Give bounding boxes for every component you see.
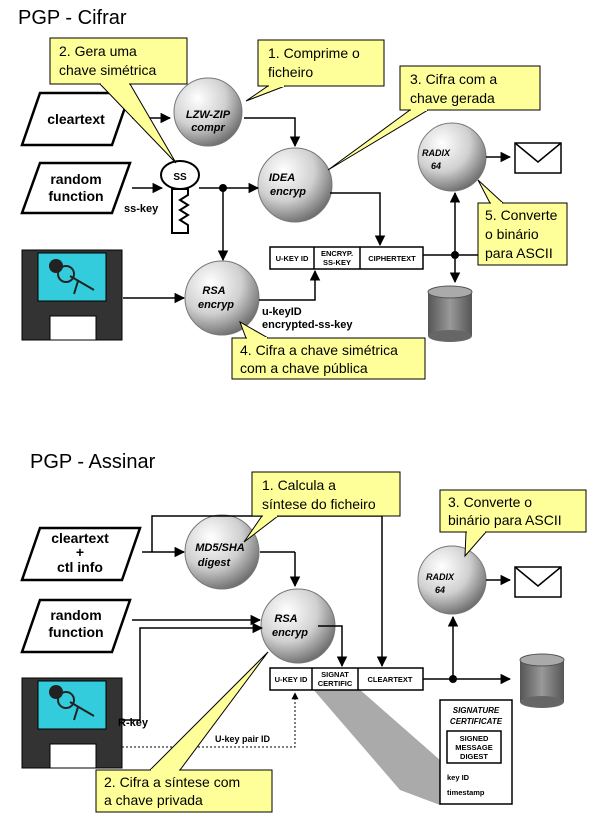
packet-encryp-1: ENCRYP. xyxy=(321,249,353,258)
callout-text: o binário xyxy=(485,226,539,242)
random-label: random xyxy=(50,607,101,623)
top-cleartext-input: cleartext xyxy=(20,91,132,147)
bottom-random-function-input: random function xyxy=(20,598,132,654)
top-title: PGP - Cifrar xyxy=(18,7,127,29)
packet-ciphertext: CIPHERTEXT xyxy=(368,254,416,263)
envelope-icon xyxy=(514,142,562,174)
junction-dot xyxy=(219,184,227,192)
rsa-label-2: encryp xyxy=(272,627,308,639)
callout-text: 2. Cifra a síntese com xyxy=(104,774,240,790)
rsa-sphere-top: RSA encryp xyxy=(184,260,260,336)
idea-label-1: IDEA xyxy=(269,172,295,184)
callout-text: ficheiro xyxy=(268,64,313,80)
idea-sphere: IDEA encryp xyxy=(257,147,333,223)
callout-text: 2. Gera uma xyxy=(59,43,137,59)
lzw-label-2: compr xyxy=(191,122,225,134)
callout-cifra-sintese: 2. Cifra a síntese com a chave privada xyxy=(95,651,273,813)
callout-text: para ASCII xyxy=(485,245,553,261)
clear-label-1: cleartext xyxy=(51,530,109,546)
cert-keyid: key ID xyxy=(447,773,470,782)
ss-key-label: ss-key xyxy=(124,203,159,215)
top-floppy-disk-icon xyxy=(21,249,123,341)
packet-cleartext: CLEARTEXT xyxy=(368,675,413,684)
packet-ukey: U-KEY ID xyxy=(275,675,308,684)
signature-certificate: SIGNATURE CERTIFICATE SIGNED MESSAGE DIG… xyxy=(439,699,513,805)
radix-label-1: RADIX xyxy=(426,572,455,582)
callout-converte-binario: 3. Converte o binário para ASCII xyxy=(439,489,587,558)
callout-converte: 5. Converte o binário para ASCII xyxy=(477,179,568,266)
md5-label-2: digest xyxy=(198,557,232,569)
top-random-function-input: random function xyxy=(20,161,132,215)
function-label: function xyxy=(48,188,103,204)
cert-title-2: CERTIFICATE xyxy=(450,717,503,726)
clear-label-2: + xyxy=(76,544,84,560)
symmetric-key-icon: SS xyxy=(160,160,200,234)
rsa-label-2: encryp xyxy=(198,299,234,311)
storage-cylinder-icon xyxy=(427,285,473,342)
callout-comprime: 1. Comprime o ficheiro xyxy=(245,39,385,102)
bottom-floppy-disk-icon xyxy=(21,677,123,769)
junction-dot xyxy=(451,251,459,259)
callout-text: 3. Cifra com a xyxy=(410,71,497,87)
bottom-title: PGP - Assinar xyxy=(30,451,156,473)
callout-text: chave gerada xyxy=(410,90,495,106)
packet-signat-2: CERTIFIC xyxy=(318,679,353,688)
callout-text: a chave privada xyxy=(104,792,203,808)
callout-text: 4. Cifra a chave simétrica xyxy=(240,342,398,358)
callout-text: binário para ASCII xyxy=(448,512,562,528)
encrypted-packet: U-KEY ID ENCRYP. SS-KEY CIPHERTEXT xyxy=(269,246,424,270)
radix-label-2: 64 xyxy=(431,161,441,171)
callout-text: com a chave pública xyxy=(240,360,368,376)
encrypted-ss-key-label: encrypted-ss-key xyxy=(262,319,353,331)
clear-label-3: ctl info xyxy=(57,559,103,575)
lzw-zip-sphere: LZW-ZIP compr xyxy=(173,77,243,147)
random-label: random xyxy=(50,171,101,187)
rsa-label-1: RSA xyxy=(202,285,225,297)
cert-timestamp: timestamp xyxy=(447,788,485,797)
callout-text: 1. Comprime o xyxy=(268,45,360,61)
key-text: SS xyxy=(173,172,187,183)
rsa-label-1: RSA xyxy=(274,613,297,625)
radix64-sphere-top: RADIX 64 xyxy=(417,122,487,192)
cert-digest: DIGEST xyxy=(460,752,488,761)
cert-message: MESSAGE xyxy=(455,743,493,752)
bottom-cleartext-input: cleartext + ctl info xyxy=(20,526,142,582)
callout-text: chave simétrica xyxy=(59,62,156,78)
certificate-expansion-shadow xyxy=(312,688,440,805)
radix-label-2: 64 xyxy=(435,585,445,595)
callout-text: síntese do ficheiro xyxy=(262,496,376,512)
envelope-icon xyxy=(514,566,562,598)
signed-packet: U-KEY ID SIGNAT CERTIFIC CLEARTEXT xyxy=(269,667,424,691)
junction-dot xyxy=(449,675,457,683)
radix64-sphere-bottom: RADIX 64 xyxy=(417,545,487,615)
callout-text: 5. Converte xyxy=(485,207,558,223)
key-pair-label: U-key pair ID xyxy=(215,734,271,744)
ukeyid-label: u-keyID xyxy=(262,306,302,318)
radix-label-1: RADIX xyxy=(422,148,451,158)
lzw-label-1: LZW-ZIP xyxy=(186,109,231,121)
top-connectors xyxy=(123,112,512,304)
idea-label-2: encryp xyxy=(270,186,306,198)
callout-text: 1. Calcula a xyxy=(262,477,336,493)
callout-text: 3. Converte o xyxy=(448,494,532,510)
callout-cifra-chave: 3. Cifra com a chave gerada xyxy=(327,65,541,171)
function-label: function xyxy=(48,624,103,640)
md5-label-1: MD5/SHA xyxy=(195,542,245,554)
storage-cylinder-icon xyxy=(519,653,565,708)
packet-encryp-2: SS-KEY xyxy=(323,258,351,267)
md5-sha-sphere: MD5/SHA digest xyxy=(184,514,260,590)
callout-calcula-sintese: 1. Calcula a síntese do ficheiro xyxy=(243,471,401,543)
cert-title-1: SIGNATURE xyxy=(453,706,500,715)
cert-signed: SIGNED xyxy=(460,734,489,743)
bottom-connectors xyxy=(122,515,512,721)
rkey-label: R-key xyxy=(118,717,149,729)
cleartext-label: cleartext xyxy=(47,111,105,127)
packet-signat-1: SIGNAT xyxy=(321,670,349,679)
callout-gera-chave: 2. Gera uma chave simétrica xyxy=(49,37,188,164)
callout-cifra-simetrica: 4. Cifra a chave simétrica com a chave p… xyxy=(231,320,426,380)
rsa-sphere-bottom: RSA encryp xyxy=(260,588,336,664)
packet-ukey: U-KEY ID xyxy=(276,254,309,263)
